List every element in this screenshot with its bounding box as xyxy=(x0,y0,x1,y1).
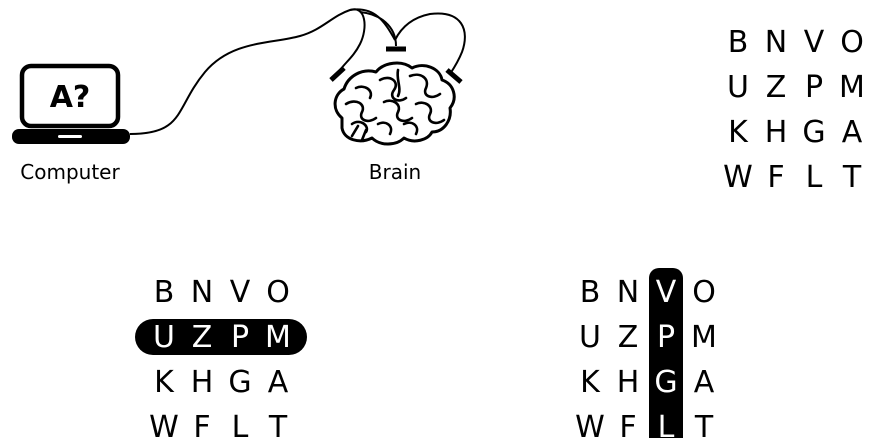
grid-cell-v: V xyxy=(804,25,825,60)
grid-cell-u: U xyxy=(579,320,601,355)
grid-cell-h: H xyxy=(191,365,214,400)
grid-cell-u: U xyxy=(153,320,175,355)
grid-cell-z: Z xyxy=(192,320,213,355)
grid-cell-n: N xyxy=(191,275,213,310)
grid-cell-k: K xyxy=(154,365,175,400)
grid-cell-z: Z xyxy=(618,320,639,355)
grid-cell-a: A xyxy=(842,115,863,150)
grid-cell-k: K xyxy=(580,365,601,400)
grid-cell-o: O xyxy=(266,275,290,310)
grid-cell-w: W xyxy=(723,160,753,195)
grid-cell-p: P xyxy=(805,70,823,105)
grid-cell-h: H xyxy=(765,115,788,150)
brain-label: Brain xyxy=(369,160,421,184)
brain-icon xyxy=(333,61,456,146)
row-highlight-bar xyxy=(135,319,307,355)
grid-cell-t: T xyxy=(694,410,714,438)
grid-cell-o: O xyxy=(840,25,864,60)
cable-top-electrode xyxy=(359,11,397,47)
grid-cell-v: V xyxy=(656,275,677,310)
grid-cell-g: G xyxy=(228,365,251,400)
column-highlight-bar xyxy=(649,268,683,438)
grid-cell-p: P xyxy=(657,320,675,355)
grid-cell-p: P xyxy=(231,320,249,355)
grid-cell-w: W xyxy=(149,410,179,438)
grid-cell-n: N xyxy=(765,25,787,60)
grid-cell-f: F xyxy=(193,410,210,438)
grid-cell-b: B xyxy=(728,25,749,60)
grid-cell-u: U xyxy=(727,70,749,105)
grid-cell-b: B xyxy=(580,275,601,310)
grid-cell-m: M xyxy=(265,320,291,355)
grid-cell-m: M xyxy=(691,320,717,355)
cable-computer-to-brain xyxy=(129,8,366,135)
laptop-icon xyxy=(12,63,130,144)
grid-cell-k: K xyxy=(728,115,749,150)
grid-cell-w: W xyxy=(575,410,605,438)
computer-label: Computer xyxy=(20,160,120,184)
grid-cell-h: H xyxy=(617,365,640,400)
grid-cell-g: G xyxy=(802,115,825,150)
grid-cell-f: F xyxy=(767,160,784,195)
electrode-left xyxy=(329,66,346,82)
grid-cell-l: L xyxy=(232,410,249,438)
grid-cell-f: F xyxy=(619,410,636,438)
grid-cell-o: O xyxy=(692,275,716,310)
electrode-right xyxy=(445,68,463,84)
screen-text: A? xyxy=(50,80,91,115)
grid-cell-v: V xyxy=(230,275,251,310)
grid-cell-l: L xyxy=(658,410,675,438)
grid-cell-t: T xyxy=(268,410,288,438)
grid-cell-a: A xyxy=(268,365,289,400)
grid-cell-m: M xyxy=(839,70,865,105)
grid-cell-b: B xyxy=(154,275,175,310)
grid-cell-n: N xyxy=(617,275,639,310)
grid-cell-a: A xyxy=(694,365,715,400)
grid-cell-z: Z xyxy=(766,70,787,105)
grid-cell-g: G xyxy=(654,365,677,400)
grid-cell-t: T xyxy=(842,160,862,195)
grid-cell-l: L xyxy=(806,160,823,195)
